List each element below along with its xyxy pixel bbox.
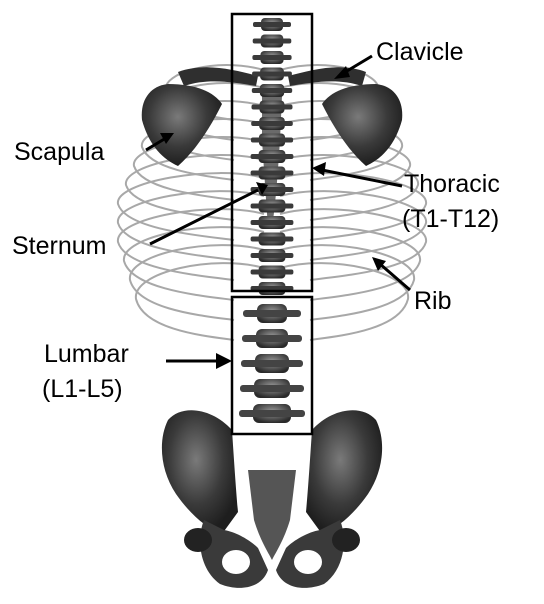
rib <box>118 191 264 260</box>
label-scapula: Scapula <box>14 138 104 166</box>
lumbar-arrowhead <box>216 353 232 369</box>
label-rib: Rib <box>414 287 452 315</box>
scapula-right <box>322 84 402 166</box>
ilium-left <box>162 410 238 534</box>
obturator-right <box>294 550 322 574</box>
vertebra-process <box>252 55 291 60</box>
label-thoracic: Thoracic <box>404 170 500 198</box>
obturator-left <box>222 550 250 574</box>
ilium-right <box>306 410 382 534</box>
label-sternum: Sternum <box>12 232 106 260</box>
vertebra-process <box>251 253 294 258</box>
rib <box>118 209 264 280</box>
vertebra-process <box>239 410 305 417</box>
vertebra-process <box>252 105 293 110</box>
label-lumbar-range: (L1-L5) <box>42 375 123 403</box>
vertebra-process <box>253 22 291 27</box>
hip-socket-left <box>184 528 212 552</box>
label-clavicle: Clavicle <box>376 38 464 66</box>
pelvis <box>162 410 382 588</box>
vertebra-process <box>252 88 292 93</box>
vertebra-process <box>251 220 294 225</box>
vertebra-process <box>251 138 293 143</box>
vertebra-process <box>252 72 292 77</box>
vertebra-process <box>251 171 294 176</box>
scapula-left <box>142 84 222 166</box>
vertebra-process <box>240 385 304 392</box>
thoracic-pointer <box>322 170 402 186</box>
vertebra-process <box>242 335 302 342</box>
rib <box>280 137 410 200</box>
vertebra-process <box>251 204 294 209</box>
vertebra-process <box>251 121 293 126</box>
hip-socket-right <box>332 528 360 552</box>
vertebra-process <box>251 154 294 159</box>
label-thoracic-range: (T1-T12) <box>402 205 499 233</box>
vertebra-process <box>251 270 294 275</box>
vertebra-process <box>253 39 292 44</box>
vertebra-process <box>241 360 303 367</box>
vertebra-process <box>251 237 294 242</box>
label-lumbar: Lumbar <box>44 340 129 368</box>
vertebra-process <box>243 310 301 317</box>
